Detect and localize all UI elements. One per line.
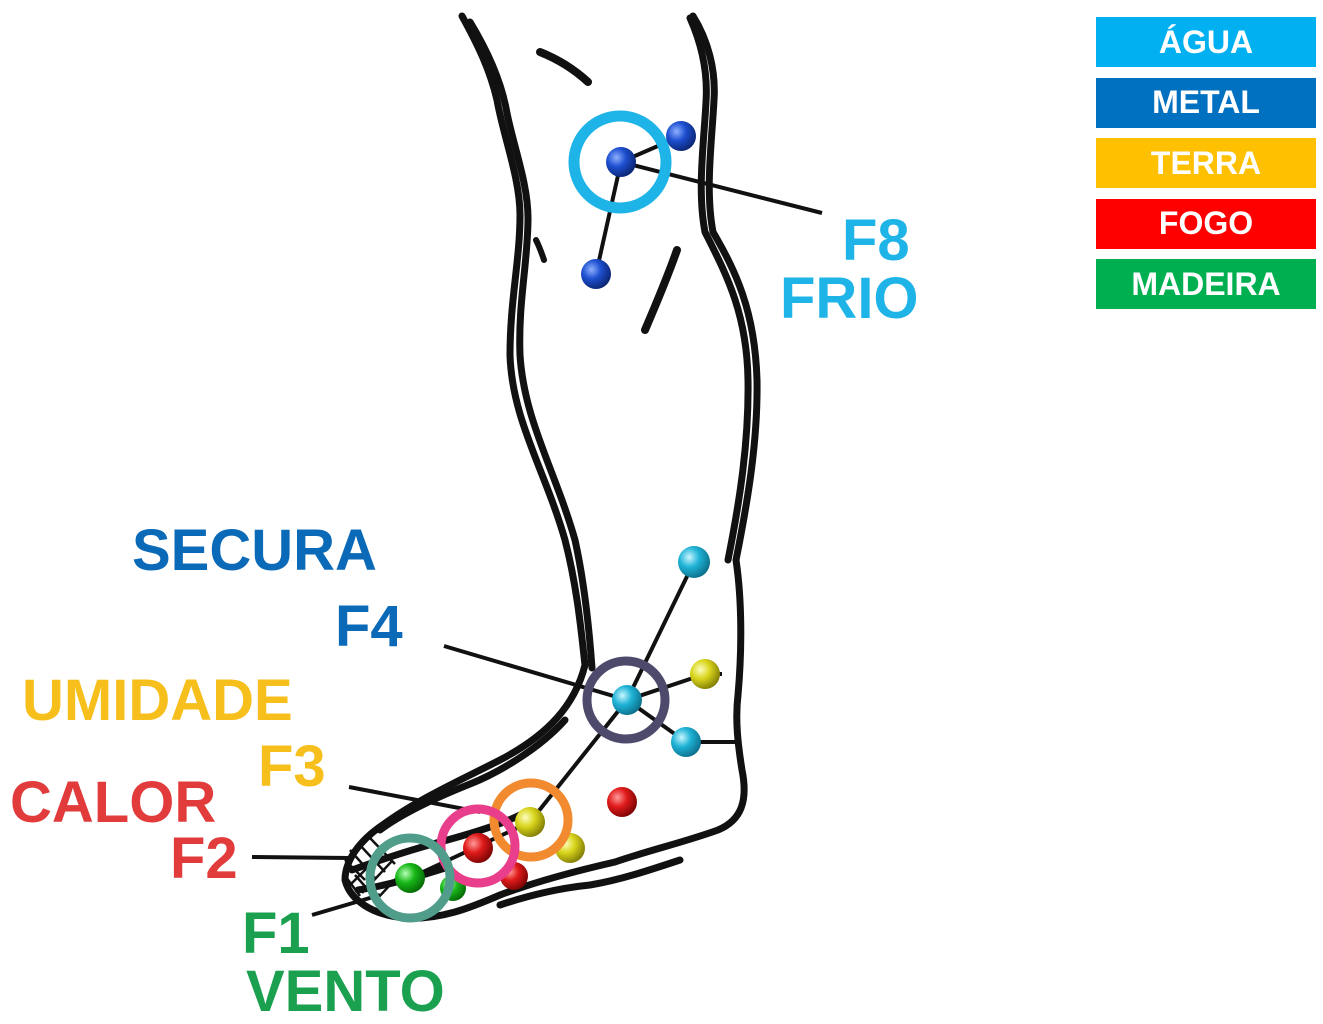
f1-code-label: F1 bbox=[242, 901, 310, 966]
dot-cyan bbox=[612, 685, 642, 715]
dot-blue bbox=[666, 121, 696, 151]
legend-item-fogo: FOGO bbox=[1096, 198, 1316, 249]
f4-name-label: SECURA bbox=[132, 518, 377, 583]
legend-item-madeira: MADEIRA bbox=[1096, 259, 1316, 309]
f3-name-label: UMIDADE bbox=[22, 668, 293, 733]
f8-code-label: F8 bbox=[842, 208, 910, 273]
dot-cyan bbox=[678, 546, 710, 578]
f2-code-label: F2 bbox=[170, 826, 238, 891]
dot-green bbox=[395, 863, 425, 893]
f8-name-label: FRIO bbox=[780, 266, 919, 331]
dot-blue bbox=[581, 259, 611, 289]
f3-code-label: F3 bbox=[258, 734, 326, 799]
f3-ring[interactable] bbox=[489, 778, 573, 862]
dot-yellow bbox=[515, 807, 545, 837]
f1-ring[interactable] bbox=[365, 833, 455, 923]
legend-item-agua: ÁGUA bbox=[1096, 17, 1316, 67]
f2-ring[interactable] bbox=[436, 804, 520, 888]
dot-cyan bbox=[671, 727, 701, 757]
legend-item-metal: METAL bbox=[1096, 77, 1316, 128]
f4-ring[interactable] bbox=[582, 656, 670, 744]
leg-outline bbox=[341, 12, 761, 922]
f4-point-group bbox=[582, 546, 720, 757]
legend-item-terra: TERRA bbox=[1096, 138, 1316, 188]
f2-name-label: CALOR bbox=[10, 770, 217, 835]
dot-yellow bbox=[690, 659, 720, 689]
dot-red bbox=[463, 833, 493, 863]
dot-blue bbox=[606, 147, 636, 177]
f8-point-group bbox=[568, 110, 696, 289]
dot-red bbox=[607, 787, 637, 817]
element-legend: ÁGUA METAL TERRA FOGO MADEIRA bbox=[1096, 17, 1316, 320]
f8-ring[interactable] bbox=[568, 110, 672, 214]
f1-name-label: VENTO bbox=[246, 959, 445, 1024]
f4-code-label: F4 bbox=[335, 594, 403, 659]
